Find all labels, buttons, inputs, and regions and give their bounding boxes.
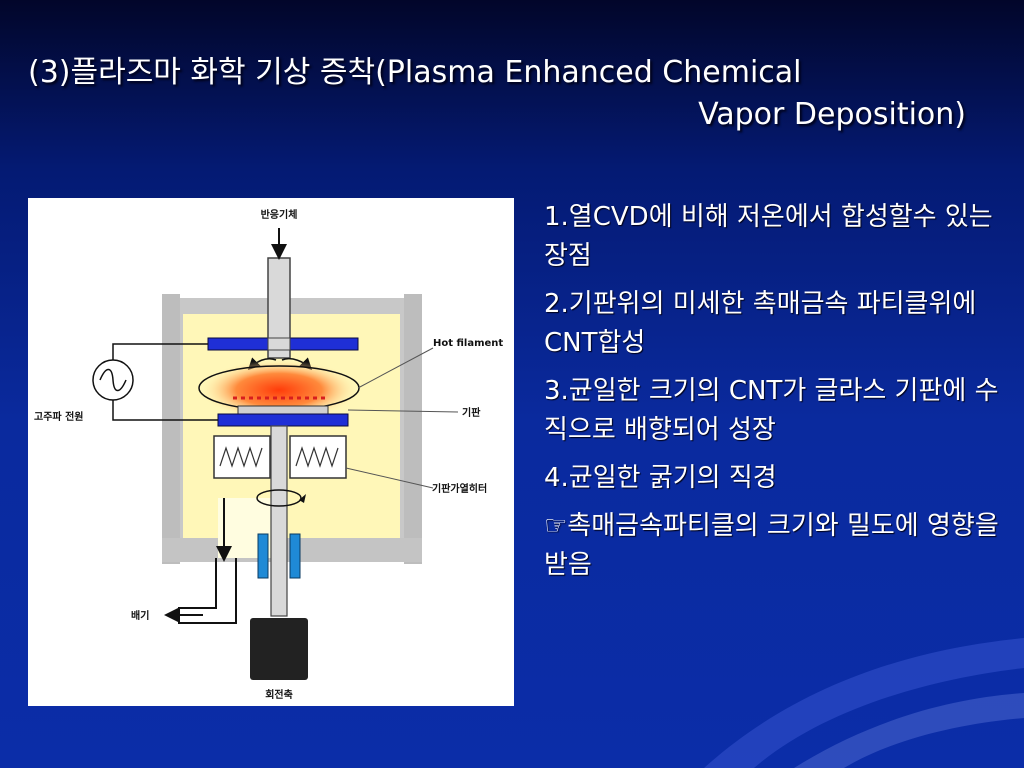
rf-power-supply [92,343,218,421]
rotation-motor [250,618,308,680]
rotation-shaft [250,425,308,680]
leader-heater [345,467,434,489]
exhaust-pipes [164,498,237,624]
plasma-glow [201,360,357,420]
label-rotation-axis: 회전축 [265,688,293,701]
bullet-item-3: 3.균일한 크기의 CNT가 글라스 기판에 수직으로 배향되어 성장 [544,376,999,445]
label-substrate: 기판 [462,406,481,419]
substrate [237,405,329,415]
bullet-list: 1.열CVD에 비해 저온에서 합성할수 있는 장점 2.기판위의 미세한 촉매… [544,198,1004,594]
slide-title: (3)플라즈마 화학 기상 증착(Plasma Enhanced Chemica… [28,52,978,136]
pecvd-diagram: 반응기체 Hot filament 고주파 전원 기판 기판가열히터 배기 회전… [28,198,514,706]
bullet-item-2: 2.기판위의 미세한 촉매금속 파티클위에 CNT합성 [544,289,977,358]
leader-substrate [347,409,459,413]
bottom-electrode [217,413,349,427]
bullet-item-4: 4.균일한 굵기의 직경 [544,463,777,493]
gas-flow-zone [218,498,278,558]
label-substrate-heater: 기판가열히터 [432,482,487,495]
substrate-heater [213,435,347,479]
label-power-supply: 고주파 전원 [34,410,83,423]
gas-inlet-pipe [267,228,291,359]
leader-hot-filament [357,347,434,389]
title-line-1: (3)플라즈마 화학 기상 증착(Plasma Enhanced Chemica… [28,55,802,90]
label-hot-filament: Hot filament [433,338,503,349]
bullet-item-1: 1.열CVD에 비해 저온에서 합성할수 있는 장점 [544,202,993,271]
bullet-item-5: ☞촉매금속파티클의 크기와 밀도에 영향을 받음 [544,511,999,580]
label-exhaust: 배기 [131,609,149,622]
title-line-2: Vapor Deposition) [698,97,966,132]
label-reaction-gas: 반응기체 [261,208,298,221]
chamber-wall [162,294,422,564]
